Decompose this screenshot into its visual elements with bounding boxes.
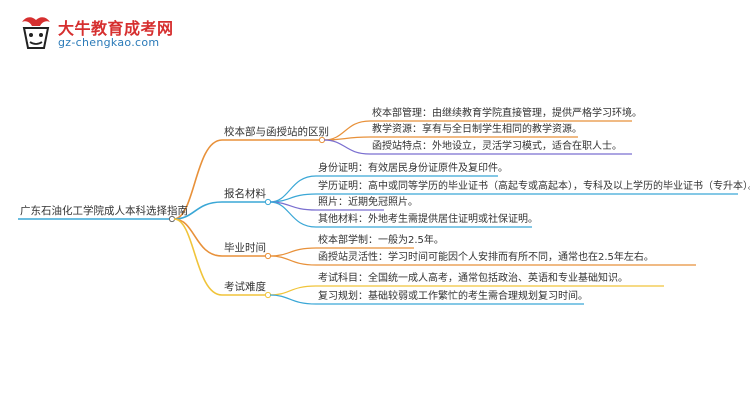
child-link-3-2 [269, 255, 696, 266]
branch-link-4 [173, 218, 223, 296]
leaf-node-correspondence-flexibility: 函授站灵活性：学习时间可能因个人安排而有所不同，通常也在2.5年左右。 [318, 252, 654, 263]
branch-link-2 [173, 201, 223, 220]
bull-logo-icon [22, 17, 50, 49]
child-link-2-4 [269, 201, 532, 228]
child-link-4-2 [269, 294, 584, 305]
branch-link-1 [173, 139, 223, 220]
branch-node-exam-difficulty: 考试难度 [224, 281, 266, 293]
leaf-node-exam-subjects: 考试科目：全国统一成人高考，通常包括政治、英语和专业基础知识。 [318, 273, 628, 284]
branch-node-application-materials: 报名材料 [224, 188, 266, 200]
leaf-node-campus-duration: 校本部学制：一般为2.5年。 [318, 235, 444, 246]
branch-dot-4 [264, 291, 272, 299]
leaf-node-identity-proof: 身份证明：有效居民身份证原件及复印件。 [318, 163, 508, 174]
branch-dot-3 [264, 252, 272, 260]
leaf-node-photo: 照片：近期免冠照片。 [318, 197, 418, 208]
leaf-node-campus-management: 校本部管理：由继续教育学院直接管理，提供严格学习环境。 [372, 108, 642, 119]
site-logo[interactable]: 大牛教育成考网 gz-chengkao.com [18, 14, 173, 54]
child-link-4-1 [269, 285, 664, 296]
site-url[interactable]: gz-chengkao.com [58, 36, 160, 49]
leaf-node-review-planning: 复习规划：基础较弱或工作繁忙的考生需合理规划复习时间。 [318, 291, 588, 302]
leaf-node-education-proof: 学历证明：高中或同等学历的毕业证书（高起专或高起本），专科及以上学历的毕业证书（… [318, 181, 750, 192]
child-link-1-3 [323, 139, 632, 155]
mindmap-root-node: 广东石油化工学院成人本科选择指南 [20, 205, 188, 217]
branch-link-3 [173, 218, 223, 257]
branch-node-campus-vs-correspondence: 校本部与函授站的区别 [224, 126, 329, 138]
child-link-3-1 [269, 247, 414, 257]
leaf-node-teaching-resources: 教学资源：享有与全日制学生相同的教学资源。 [372, 124, 582, 135]
leaf-node-other-materials: 其他材料：外地考生需提供居住证明或社保证明。 [318, 214, 538, 225]
site-title: 大牛教育成考网 [58, 19, 174, 38]
branch-node-graduation-time: 毕业时间 [224, 242, 266, 254]
leaf-node-correspondence-features: 函授站特点：外地设立，灵活学习模式，适合在职人士。 [372, 141, 622, 152]
branch-dot-2 [264, 198, 272, 206]
